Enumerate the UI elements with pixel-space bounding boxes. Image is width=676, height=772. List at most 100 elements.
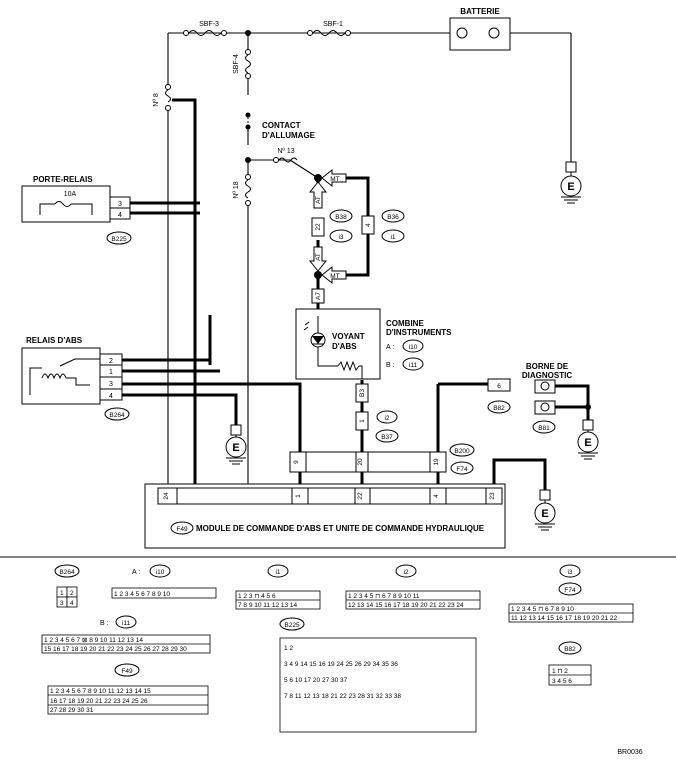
legend-a-prefix: A :: [132, 569, 140, 576]
connector-b37-label: B37: [381, 434, 393, 441]
svg-text:5 6 10 17 20 27 30: 5 6 10 17 20 27 30 37: [284, 677, 348, 684]
svg-text:2: 2: [70, 590, 74, 597]
ground-icon-top: [560, 161, 582, 204]
legend-i1-badge: [267, 564, 289, 578]
connector-i2-badge: [376, 410, 398, 424]
legend-i3-badge: [559, 564, 581, 578]
junction-dots: [245, 30, 591, 410]
connector-i11-badge: [402, 357, 424, 371]
connector-b81-badge: [532, 420, 556, 434]
connector-b225-badge: [106, 231, 132, 245]
svg-text:7 8 11 12 13 18 21 22 23 28 31: 7 8 11 12 13 18 21 22 23 28 31 32 33 38: [284, 693, 401, 700]
connector-b225-label: B225: [111, 236, 127, 243]
ignition-switch-icon: [245, 112, 251, 130]
connector-b264-badge: [104, 407, 130, 421]
ground-label-2: E: [232, 442, 239, 454]
abs-lamp-label-line2: D'ABS: [332, 342, 357, 351]
connector-b38-label: B38: [335, 214, 347, 221]
legend-i10-badge: [149, 564, 171, 578]
connector-b36-badge: [381, 209, 405, 223]
diag-title-line2: DIAGNOSTIC: [522, 371, 572, 380]
abs-relay-pin-3: 3: [109, 381, 113, 388]
ground-label-4: E: [541, 508, 548, 520]
ignition-label-line1: CONTACT: [262, 121, 301, 130]
legend-f74-badge: [558, 582, 582, 596]
svg-text:1 2 3 4 5 6 7 8 9 10: 1 2 3 4 5 6 7 8 9 10: [114, 591, 170, 598]
connector-i1-badge: [381, 229, 405, 243]
fuse-no18-label: Nº 18: [233, 181, 240, 198]
legend-i3-label: i3: [567, 569, 572, 576]
svg-text:12 13 14 15 16 17 18 19 20 21: 12 13 14 15 16 17 18 19 20 21 22 23 24: [348, 602, 464, 609]
legend-b264-badge: [54, 564, 80, 578]
mt-label-top: MT: [330, 176, 339, 183]
pin-1-label: 1: [359, 419, 366, 423]
ground-label-1: E: [567, 181, 574, 193]
cluster-title-line1: COMBINE: [386, 319, 424, 328]
module-pin-22: 22: [357, 492, 364, 500]
legend-b225-label: B225: [284, 622, 300, 629]
pin-b3-label: B3: [359, 389, 366, 397]
relay-holder-fuse: 10A: [64, 191, 77, 198]
pin-20-label: 20: [357, 458, 364, 466]
connector-b82-label: B82: [493, 405, 505, 412]
module-pin-1: 1: [295, 494, 302, 498]
legend-f49-badge: [114, 663, 140, 677]
connector-b81-label: B81: [538, 425, 550, 432]
ignition-label-line2: D'ALLUMAGE: [262, 131, 316, 140]
pin-a7-label: A7: [315, 292, 322, 300]
svg-text:1 2 3 ⊓ 4 5 6: 1 2 3 ⊓ 4 5 6: [238, 593, 276, 600]
connector-b37-badge: [375, 429, 399, 443]
relay-holder-box: [21, 185, 131, 223]
pin-4-label: 4: [365, 223, 372, 227]
connector-f49-label: F49: [176, 526, 188, 533]
fuse-no8-label: Nº 8: [153, 93, 160, 107]
module-pin-23: 23: [489, 492, 496, 500]
connector-i10-label: i10: [409, 344, 418, 351]
connector-i2-label: i2: [384, 415, 389, 422]
connector-b82-badge: [487, 400, 511, 414]
fuse-sbf3-label: SBF-3: [199, 21, 219, 28]
instrument-cluster-box: [295, 308, 381, 380]
legend-b82-label: B82: [564, 646, 576, 653]
svg-text:1 2 3 4 5 6 7 8 9 10 11 12 13: 1 2 3 4 5 6 7 8 9 10 11 12 13 14 15: [50, 688, 151, 695]
battery-icon: [449, 17, 511, 51]
battery-label: BATTERIE: [460, 7, 500, 16]
svg-text:15 16 17 18 19 20 21 22 23 24: 15 16 17 18 19 20 21 22 23 24 25 26 27 2…: [44, 646, 187, 653]
thick-wires: [122, 98, 590, 490]
cluster-a-label: A :: [386, 344, 394, 351]
fuse-sbf4-label: SBF-4: [233, 54, 240, 74]
connector-i11-label: i11: [409, 362, 418, 369]
svg-text:3 4 5 6: 3 4 5 6: [552, 678, 572, 685]
module-pin-4: 4: [433, 494, 440, 498]
svg-text:1 2: 1 2: [284, 645, 293, 652]
module-pin-24: 24: [163, 492, 170, 500]
pin-22-label: 22: [315, 223, 322, 231]
connector-b36-label: B36: [387, 214, 399, 221]
legend-f74-label: F74: [564, 587, 576, 594]
pin-1-box: [355, 411, 369, 431]
ground-label-3: E: [584, 437, 591, 449]
legend-i10-label: i10: [156, 569, 165, 576]
relay-holder-pin-4: 4: [118, 212, 122, 219]
abs-relay-box: [21, 347, 123, 405]
ground-icon-diag: [577, 419, 599, 460]
svg-text:11 12 13 14 15 16 17 18 19 20: 11 12 13 14 15 16 17 18 19 20 21 22: [511, 615, 618, 622]
legend-i1-label: i1: [275, 569, 280, 576]
ground-icon-module: [534, 489, 556, 531]
connector-b200-label: B200: [454, 448, 470, 455]
pin-9-label: 9: [293, 460, 300, 464]
fuse-symbols: [165, 30, 351, 206]
legend-connectors: [41, 586, 634, 733]
mt-label-bottom: MT: [330, 273, 339, 280]
connector-f74-badge: [450, 461, 474, 475]
connector-f49-badge: [170, 521, 194, 535]
svg-text:1 2 3 4 5 6 7 ⊠ 8 9 10 11 12 1: 1 2 3 4 5 6 7 ⊠ 8 9 10 11 12 13 14: [44, 637, 143, 644]
cluster-b-label: B :: [386, 362, 395, 369]
relay-holder-pin-3: 3: [118, 201, 122, 208]
svg-text:16 17 18 19 20 21 22 23 24: 16 17 18 19 20 21 22 23 24 25 26: [50, 698, 148, 705]
connector-b200-badge: [449, 443, 475, 457]
legend-i11-label: i11: [122, 620, 131, 627]
connector-b38-badge: [329, 209, 353, 223]
connector-i3-badge: [329, 229, 353, 243]
